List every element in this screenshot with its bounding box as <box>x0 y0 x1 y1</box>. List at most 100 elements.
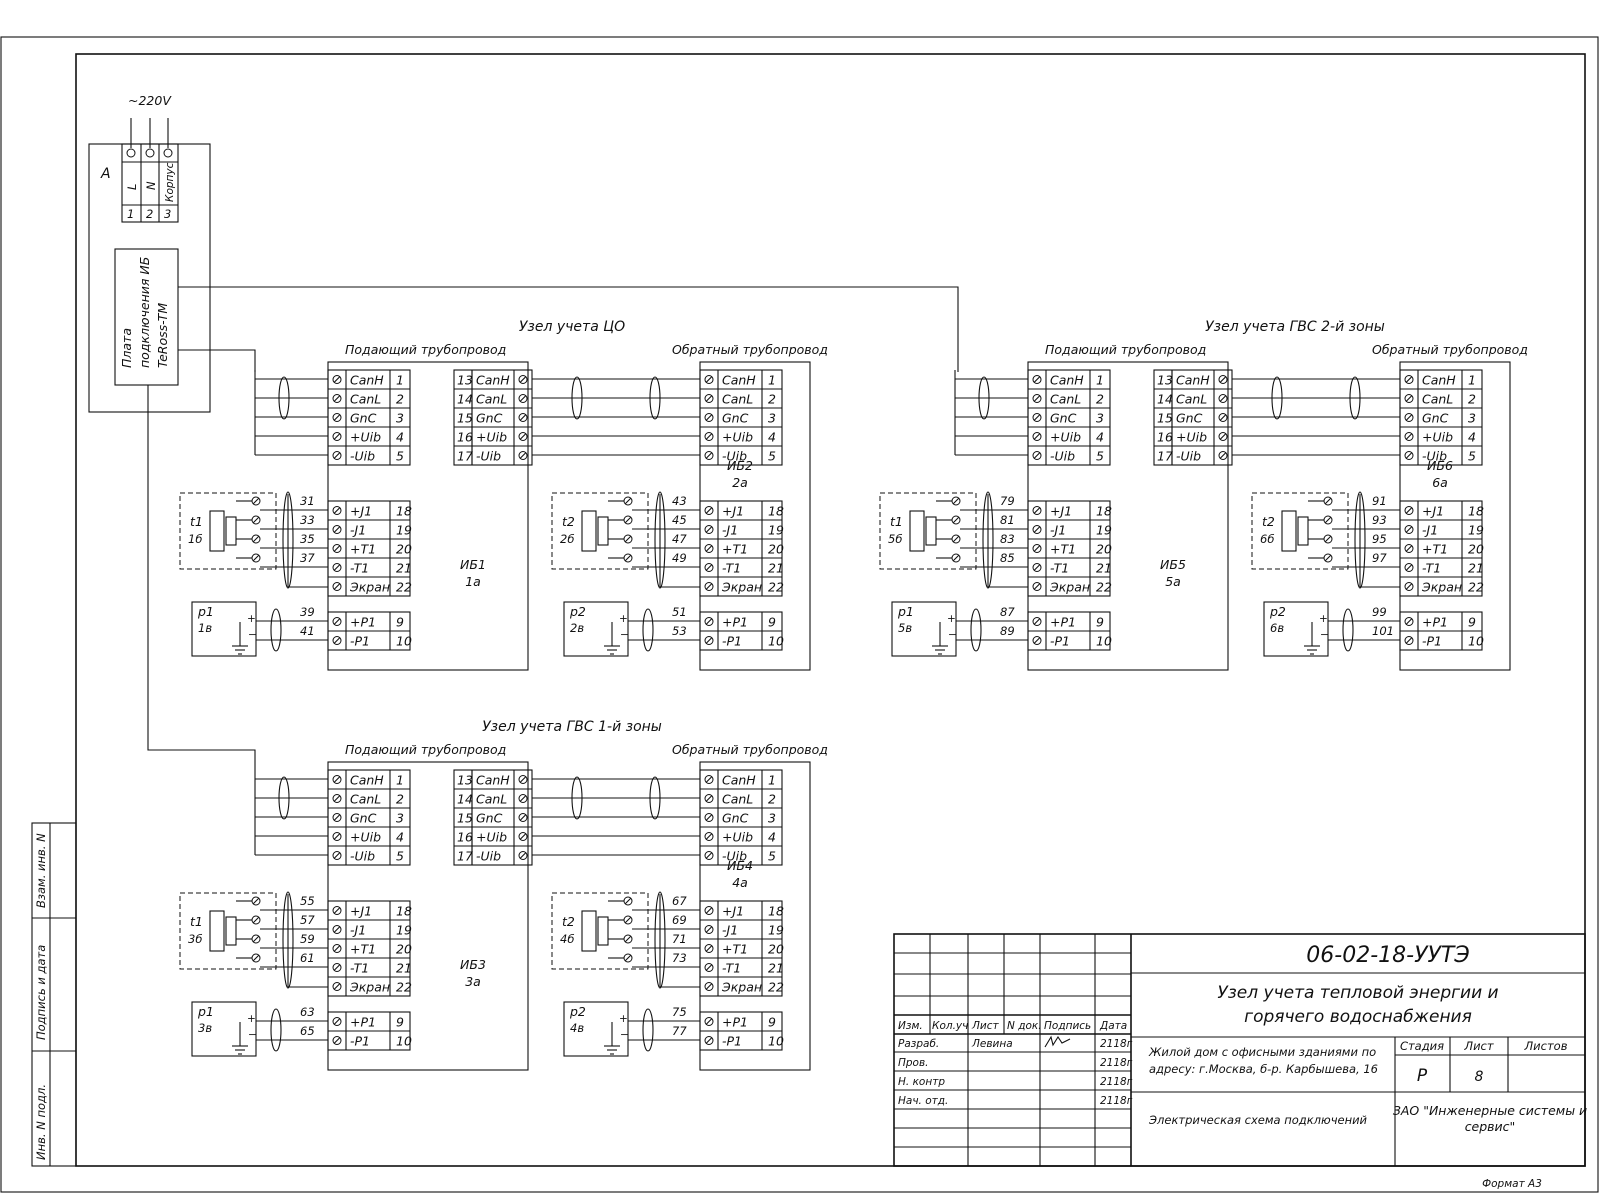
wire-number: 85 <box>1000 551 1015 565</box>
terminal-num: 14 <box>457 392 473 407</box>
terminal-num: 1 <box>127 207 134 221</box>
terminal-name: +J1 <box>722 504 744 519</box>
return-pipeline-label: Обратный трубопровод <box>672 742 828 757</box>
sensor-element <box>909 510 925 552</box>
temperature-sensor-code: 2б <box>560 532 574 546</box>
temperature-sensor-box <box>179 892 277 970</box>
sensor-element <box>581 510 597 552</box>
wire-number: 81 <box>1000 513 1015 527</box>
terminal-slot <box>705 795 713 802</box>
terminal-name: GnC <box>476 411 503 426</box>
pressure-sensor-code: 4в <box>570 1021 584 1035</box>
terminal-num: 2 <box>1096 392 1104 407</box>
terminal-num: 1 <box>1468 373 1476 388</box>
terminal-name: -J1 <box>350 923 366 938</box>
terminal-slot <box>519 776 527 783</box>
terminal-slot <box>1405 545 1413 552</box>
terminal-num: 21 <box>396 961 412 976</box>
plate-label-line3: TeRoss-TM <box>155 303 170 368</box>
terminal-slot <box>1405 637 1413 644</box>
terminal-slot <box>705 507 713 514</box>
cable-screen <box>571 776 583 820</box>
title-block-frame <box>893 933 1586 1167</box>
terminal-slot <box>333 907 341 914</box>
terminal-name: CanL <box>1176 392 1207 407</box>
terminal-slot <box>333 564 341 571</box>
title-block-date: 2118г <box>1100 1038 1133 1050</box>
terminal-slot <box>519 395 527 402</box>
wire-number: 51 <box>672 605 687 619</box>
terminal-slot <box>624 954 632 962</box>
terminal-num: 20 <box>1096 542 1112 557</box>
pressure-sensor-box <box>563 1001 629 1057</box>
company-line2: сервис" <box>1465 1119 1516 1134</box>
terminal-num: 2 <box>768 392 776 407</box>
wire-number: 69 <box>672 913 687 927</box>
title-block-header: Дата <box>1099 1020 1127 1032</box>
terminal-slot <box>952 554 960 562</box>
terminal-name: GnC <box>350 811 377 826</box>
wire-number: 65 <box>300 1024 315 1038</box>
wire-number: 61 <box>300 951 315 965</box>
wire-number: 35 <box>300 532 315 546</box>
terminal-num: 10 <box>396 1034 412 1049</box>
terminal-name: -P1 <box>722 634 742 649</box>
terminal-slot <box>519 814 527 821</box>
terminal-num: 14 <box>457 792 473 807</box>
terminal-slot <box>519 433 527 440</box>
terminal-slot <box>1324 535 1332 543</box>
terminal-slot <box>1033 583 1041 590</box>
terminal-slot <box>624 554 632 562</box>
sensor-element <box>209 510 225 552</box>
wire-number: 33 <box>300 513 315 527</box>
terminal-num: 20 <box>396 942 412 957</box>
cable-screen <box>270 608 282 652</box>
sensor-element <box>925 516 937 546</box>
ib-connection-plate <box>114 248 179 386</box>
terminal-slot <box>705 833 713 840</box>
wire-number: 71 <box>672 932 687 946</box>
terminal-name: +Uib <box>722 830 753 845</box>
title-block-date: 2118г <box>1100 1095 1133 1107</box>
terminal-name: +P1 <box>1422 615 1448 630</box>
wire-number: 57 <box>300 913 315 927</box>
terminal-slot <box>624 497 632 505</box>
trunk-wire-co <box>178 349 256 372</box>
drawing-title-line2: горячего водоснабжения <box>1244 1007 1472 1027</box>
terminal-num: 18 <box>396 904 412 919</box>
terminal-num: 5 <box>1096 449 1104 464</box>
title-block-header: Подпись <box>1044 1020 1091 1032</box>
cable-screen <box>654 891 666 989</box>
polarity-mark: + <box>247 1013 256 1025</box>
terminal-name: -P1 <box>1050 634 1070 649</box>
cable-screen <box>982 491 994 589</box>
wire-number: 37 <box>300 551 315 565</box>
terminal-name: +P1 <box>350 1015 376 1030</box>
wire-number: 31 <box>300 494 315 508</box>
terminal-n-label: N <box>144 181 158 190</box>
temperature-sensor-box <box>551 492 649 570</box>
title-block-header: Изм. <box>898 1020 923 1032</box>
terminal-slot <box>519 414 527 421</box>
terminal-slot <box>252 916 260 924</box>
ib-unit-name: ИБ5 <box>1160 557 1186 572</box>
terminal-num: 13 <box>457 773 473 788</box>
return-pipeline-label: Обратный трубопровод <box>1372 342 1528 357</box>
terminal-name: CanL <box>476 392 507 407</box>
terminal-slot <box>333 983 341 990</box>
terminal-slot <box>252 935 260 943</box>
terminal-num: 21 <box>1468 561 1484 576</box>
terminal-slot <box>1405 376 1413 383</box>
terminal-slot <box>1324 497 1332 505</box>
terminal-slot <box>705 526 713 533</box>
cable-screen <box>649 776 661 820</box>
temperature-sensor-name: t1 <box>190 514 203 529</box>
terminal-name: CanH <box>722 773 756 788</box>
terminal-num: 20 <box>396 542 412 557</box>
drawing-frame <box>75 53 1586 1167</box>
terminal-slot <box>705 583 713 590</box>
wire-number: 43 <box>672 494 687 508</box>
side-stamp: Взам. инв. N Подпись и дата Инв. N подл. <box>31 822 77 1167</box>
terminal-name: +T1 <box>350 542 376 557</box>
